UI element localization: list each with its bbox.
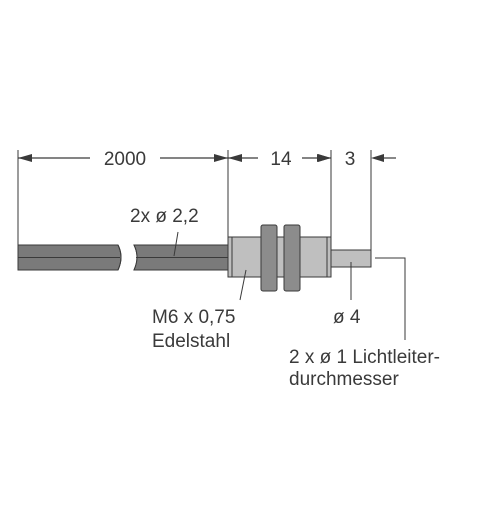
material-label: Edelstahl: [152, 331, 230, 352]
sensor-housing: [227, 236, 332, 278]
dimension-label-3: 3: [345, 149, 356, 170]
lock-nut-left: [260, 224, 278, 292]
cable-break-marks: [117, 244, 138, 271]
leader-cable-diameter: 2x ø 2,2: [130, 206, 199, 257]
thread-label: M6 x 0,75: [152, 307, 235, 328]
dimension-label-14: 14: [270, 149, 292, 170]
dimension-housing-length: 14: [228, 149, 331, 170]
fiber-diameter-label-line2: durchmesser: [289, 369, 399, 390]
cable-left-segment: [17, 244, 122, 271]
lock-nut-right: [283, 224, 301, 292]
leader-fiber-diameter: 2 x ø 1 Lichtleiter- durchmesser: [289, 257, 440, 390]
fiber-diameter-label-line1: 2 x ø 1 Lichtleiter-: [289, 347, 440, 368]
leader-tip-diameter: ø 4: [333, 262, 361, 328]
tip-diameter-label: ø 4: [333, 307, 361, 328]
dimension-cable-length: 2000: [18, 149, 228, 170]
cable-diameter-label: 2x ø 2,2: [130, 206, 199, 227]
dimension-label-2000: 2000: [104, 149, 146, 170]
leader-thread: M6 x 0,75 Edelstahl: [152, 269, 247, 352]
cable-right-segment: [133, 244, 231, 271]
dimension-tip-length: 3: [318, 149, 396, 170]
extension-lines: [17, 150, 372, 252]
